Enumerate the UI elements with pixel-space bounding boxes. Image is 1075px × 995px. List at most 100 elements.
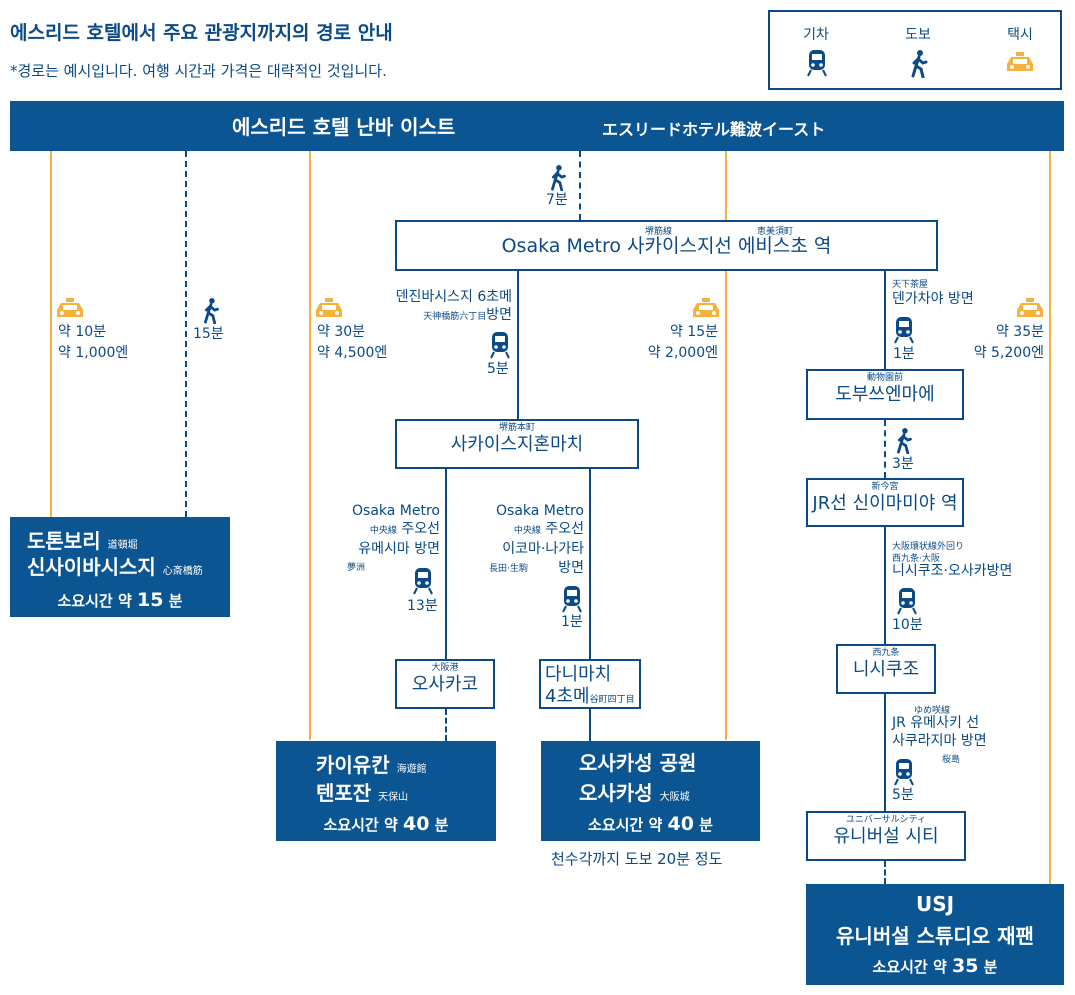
station-nishikujo: 西九条 니시쿠조 (836, 644, 936, 694)
station-osakako: 大阪港 오사카코 (395, 659, 495, 709)
destination-kaiyukan: 카이유칸 海遊館 텐포잔 天保山 소요시간 약 40 분 (276, 741, 496, 841)
usj-dir3-ja: 桜島 (942, 755, 961, 765)
castle-direction-suffix: 방면 (558, 560, 584, 576)
castle-time-label: 소요시간 약 (588, 816, 663, 834)
honmachi-direction-ja: 天神橋筋六丁目 (423, 312, 487, 322)
station-shinimamiya: 新今宮 JR선 신이마미야 역 (806, 478, 964, 527)
honmachi-train-time: 5분 (487, 361, 509, 377)
station-ebisucho: 堺筋線 恵美須町 Osaka Metro 사카이스지선 에비스초 역 (395, 220, 938, 271)
walk-icon (551, 165, 566, 191)
nishikujo-name: 니시쿠조 (852, 659, 920, 680)
station-tanimachi: 다니마치 4초메谷町四丁目 (539, 659, 641, 709)
osakako-name: 오사카코 (411, 674, 479, 695)
train-icon (807, 50, 827, 77)
kaiyukan-time-value: 40 (402, 813, 430, 835)
destination-osaka-castle: 오사카성 공원 오사카성 大阪城 소요시간 약 40 분 (541, 741, 760, 841)
tanimachi-name-suffix: 4초메 (545, 686, 590, 707)
taxi-icon (57, 298, 83, 317)
walk-icon (911, 50, 928, 78)
destination-usj: USJ 유니버설 스튜디오 재팬 소요시간 약 35 분 (806, 884, 1064, 985)
train-icon (562, 586, 582, 613)
honmachi-ruby: 堺筋本町 (498, 423, 535, 433)
station-sakaisuji-honmachi: 堺筋本町 사카이스지혼마치 (395, 419, 639, 469)
kaiyukan-line-ja: 中央線 (369, 526, 397, 536)
walk-icon (204, 298, 219, 324)
usj-walk-time: 3분 (892, 456, 914, 472)
shinimamiya-ruby: 新今宮 (871, 482, 899, 492)
kaiyukan-line-name: Osaka Metro (352, 503, 440, 519)
castle-direction: 이코마·나가타 (502, 541, 584, 557)
kaiyukan-direction: 유메시마 방면 (358, 541, 440, 557)
universal-city-name: 유니버설 시티 (833, 826, 939, 847)
kaiyukan-direction-ja: 夢洲 (347, 563, 366, 573)
usj-taxi-time: 약 35분 (995, 324, 1044, 340)
page-title: 에스리드 호텔에서 주요 관광지까지의 경로 안내 (10, 22, 393, 44)
train-icon (894, 759, 914, 786)
ebisucho-station-name: Osaka Metro 사카이스지선 에비스초 역 (501, 235, 832, 257)
hotel-banner: 에스리드 호텔 난바 이스트 エスリードホテル難波イースト (10, 101, 1064, 151)
kaiyukan-line-ko: 주오선 (401, 521, 440, 537)
honmachi-name: 사카이스지혼마치 (450, 434, 584, 455)
dobutsuen-ruby: 動物園前 (866, 373, 903, 383)
destination-dotonbori: 도톤보리 道頓堀 신사이바시스지 心斎橋筋 소요시간 약 15 분 (10, 517, 230, 617)
usj-dir2-ja: 西九条·大阪 (892, 554, 940, 564)
ebisucho-station-ja: 恵美須町 (757, 227, 794, 237)
tanimachi-name-ja: 谷町四丁目 (589, 695, 635, 705)
taxi-icon (693, 298, 719, 317)
usj-full-name: 유니버설 스튜디오 재팬 (836, 924, 1034, 948)
taxi-icon (1017, 298, 1043, 317)
usj-dir2: 니시쿠조·오사카방면 (892, 563, 1013, 579)
legend: 기차 도보 택시 (768, 10, 1062, 90)
castle-taxi-price: 약 2,000엔 (647, 345, 718, 361)
nishikujo-ruby: 西九条 (872, 648, 900, 658)
route-line-walk-dotonbori (185, 151, 187, 517)
station-dobutsuenmae: 動物園前 도부쓰엔마에 (806, 369, 964, 420)
kaiyukan-name: 카이유칸 (316, 753, 390, 777)
kaiyukan-time-label: 소요시간 약 (323, 816, 398, 834)
dotonbori-taxi-time: 약 10분 (58, 324, 107, 340)
legend-walk-label: 도보 (905, 27, 931, 43)
dotonbori-time-value: 15 (136, 589, 164, 611)
usj-taxi-price: 약 5,200엔 (973, 345, 1044, 361)
route-line-walk-castle (589, 709, 591, 741)
route-line-walk-usj (884, 861, 886, 884)
route-line-train-universal (884, 694, 886, 811)
castle-line-ja: 中央線 (513, 526, 541, 536)
universal-city-ruby: ユニバーサルシティ (845, 815, 927, 825)
usj-time-unit: 분 (983, 958, 998, 976)
walk-icon (897, 428, 912, 454)
dotonbori-time-unit: 분 (168, 592, 183, 610)
usj-time-value: 35 (951, 955, 979, 977)
usj-train-time1: 1분 (893, 346, 915, 362)
route-line-train-dobutsuen (884, 271, 886, 369)
dotonbori-time-label: 소요시간 약 (57, 592, 132, 610)
usj-train-time2: 10분 (892, 617, 923, 633)
castle-line-name: Osaka Metro (496, 503, 584, 519)
usj-line2-ja: 大阪環状線外回り (892, 542, 965, 552)
shinsaibashi-name: 신사이바시스지 (27, 555, 156, 579)
route-line-taxi-dotonbori (50, 151, 52, 517)
route-line-taxi-castle (725, 151, 727, 740)
train-icon (490, 332, 510, 359)
route-line-walk-ebisucho (579, 151, 581, 220)
usj-dir1-ja: 天下茶屋 (892, 280, 929, 290)
kaiyukan-time-unit: 분 (434, 816, 449, 834)
honmachi-direction-suffix: 방면 (486, 307, 512, 323)
route-line-taxi-kaiyukan (309, 151, 311, 740)
usj-name: USJ (915, 892, 955, 916)
castle-time-unit: 분 (699, 816, 713, 834)
train-icon (413, 568, 433, 595)
route-line-train-nishikujo (884, 527, 886, 644)
castle-direction-ja: 長田·生駒 (489, 564, 528, 574)
dotonbori-name: 도톤보리 (27, 529, 101, 553)
page-note: *경로는 예시입니다. 여행 시간과 가격은 대략적인 것입니다. (10, 62, 387, 80)
route-line-walk-kaiyukan (445, 709, 447, 741)
honmachi-direction: 덴진바시스지 6초메 (395, 289, 512, 305)
taxi-icon (1007, 52, 1033, 71)
usj-dir1: 덴가차야 방면 (892, 291, 974, 307)
castle-line-ko: 주오선 (545, 521, 584, 537)
legend-train-label: 기차 (803, 27, 829, 43)
hotel-name-ko: 에스리드 호텔 난바 이스트 (232, 115, 456, 139)
route-line-train-tanimachi (589, 469, 591, 659)
castle-train-time: 1분 (561, 614, 583, 630)
